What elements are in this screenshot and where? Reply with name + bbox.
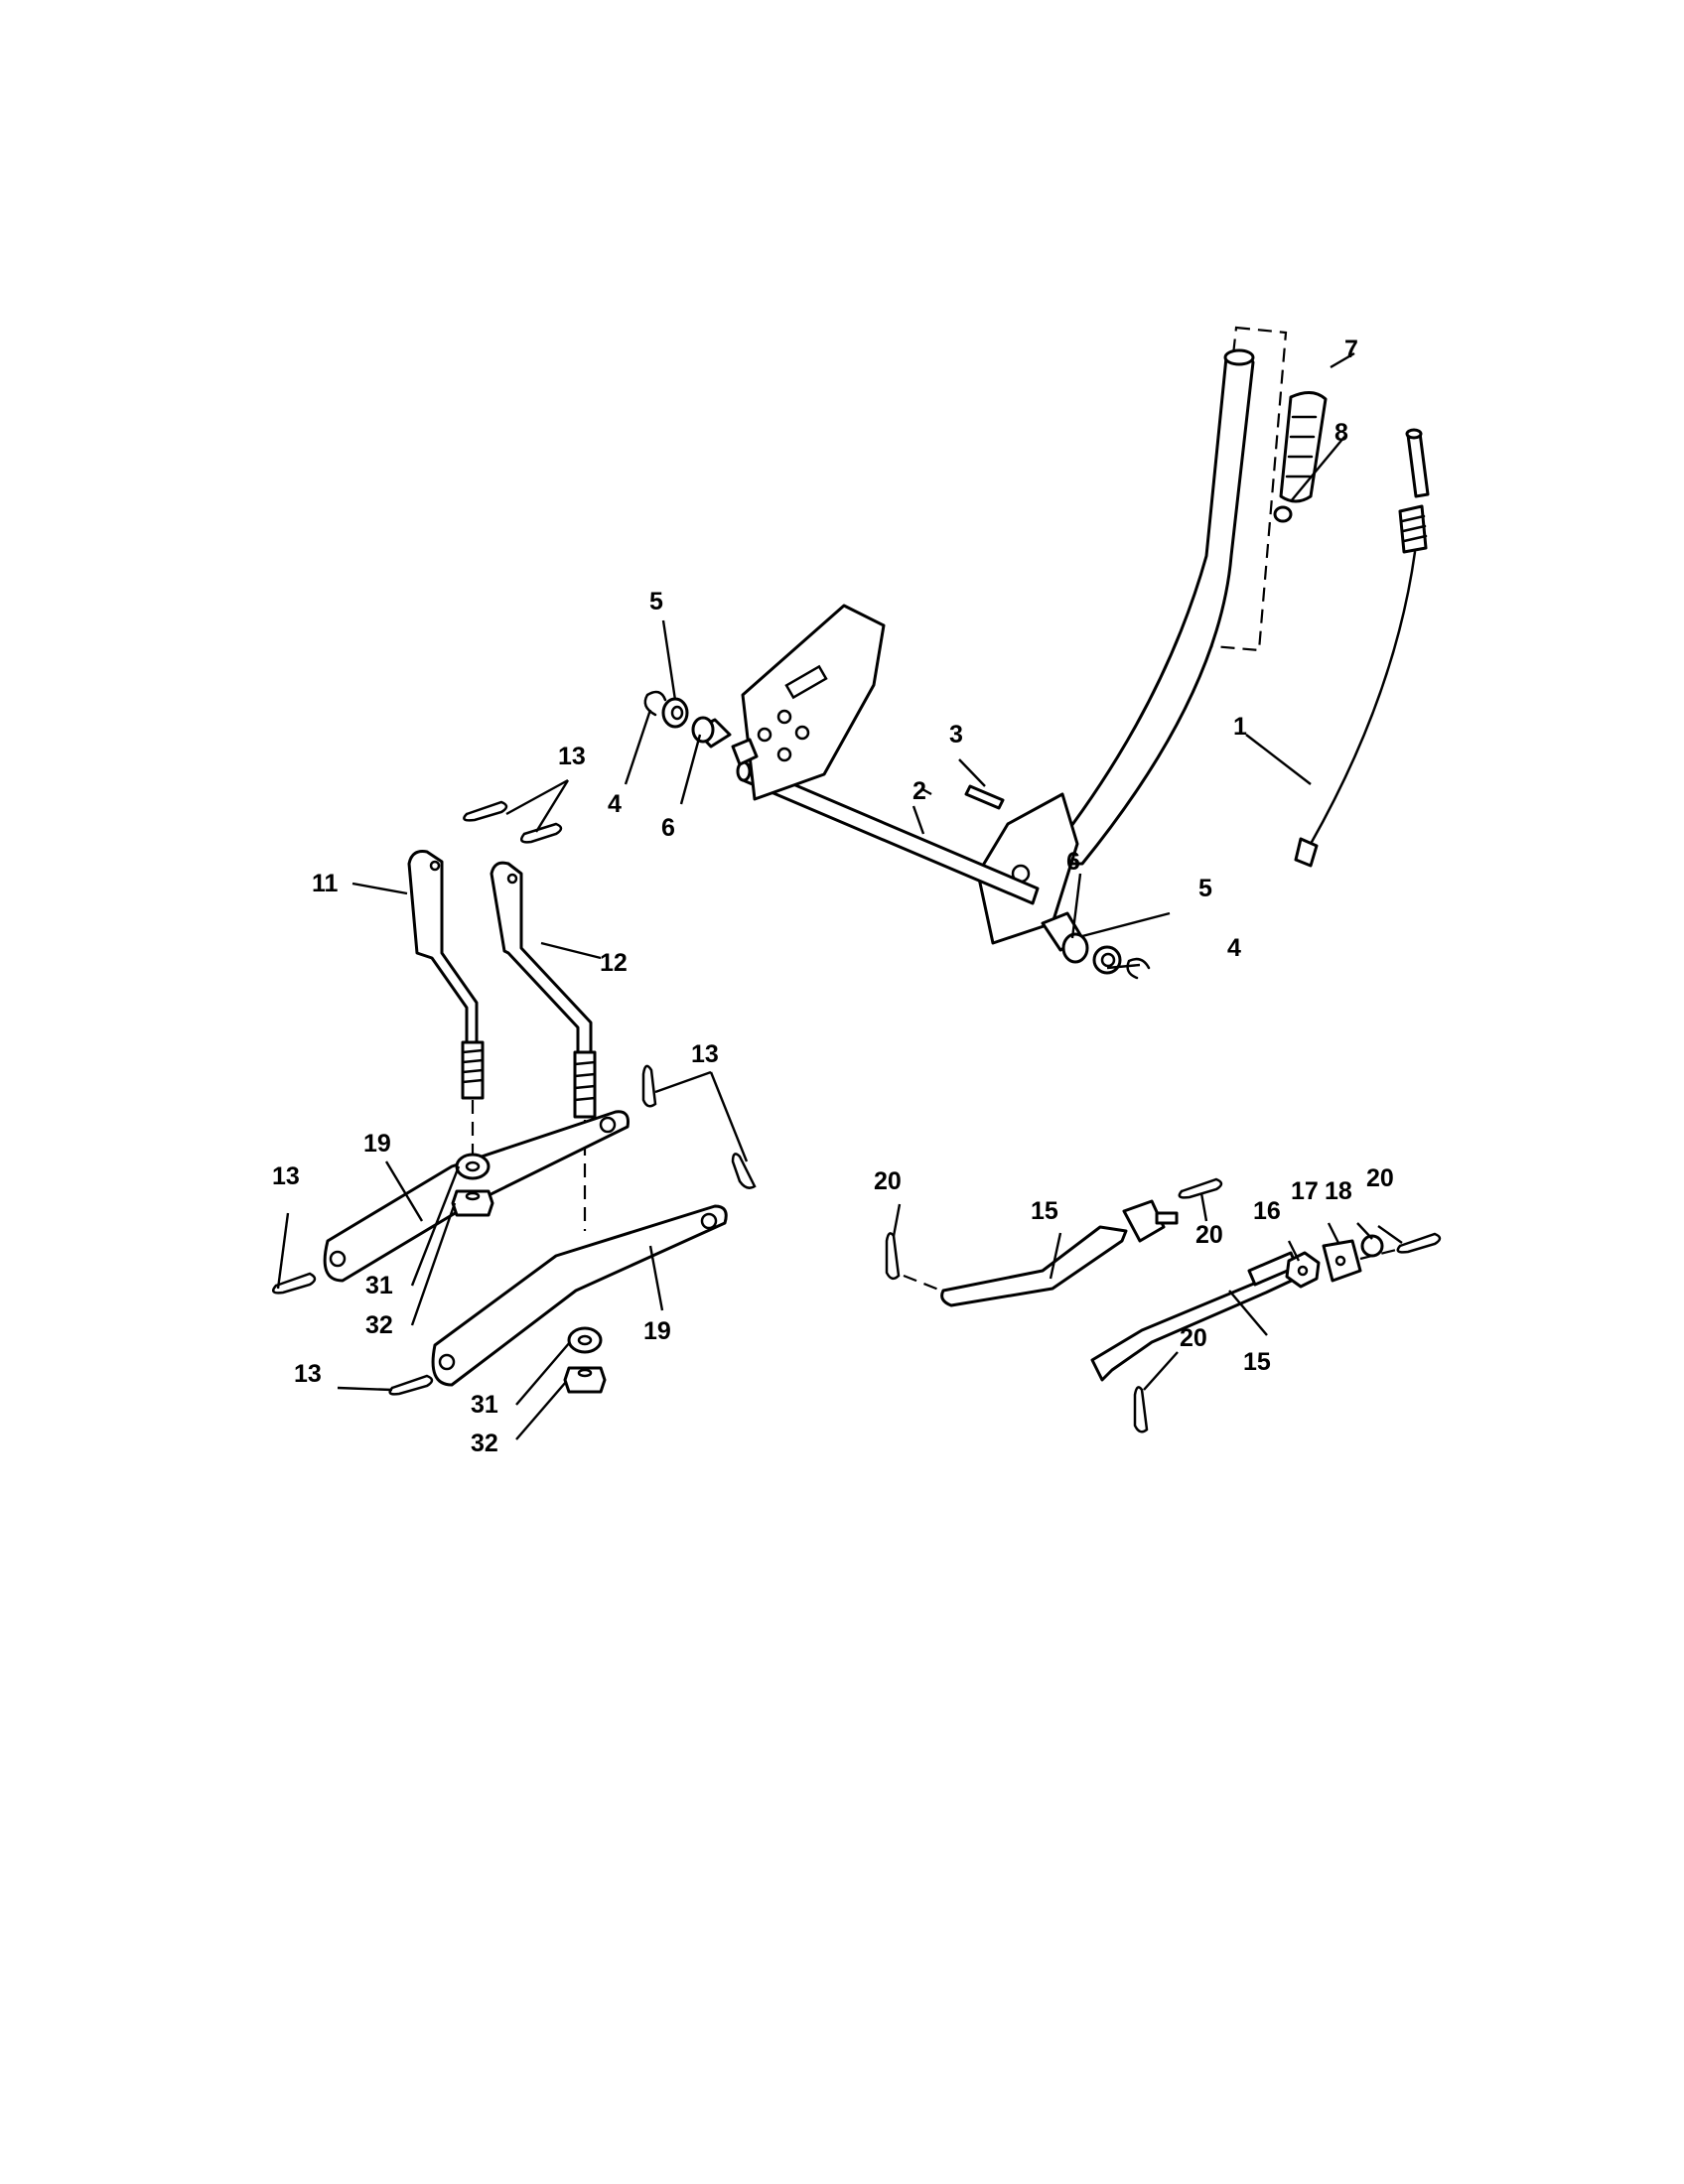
- label-12: 12: [600, 949, 628, 977]
- label-20-upper: 20: [1195, 1221, 1223, 1249]
- connection-line-left: [903, 1274, 942, 1293]
- label-13-left: 13: [272, 1162, 300, 1190]
- label-20-right: 20: [1366, 1164, 1394, 1192]
- lift-link-left: [407, 850, 485, 1100]
- hair-pin-20-upper: [1178, 1177, 1223, 1199]
- spring-washer-upper: [455, 1153, 491, 1180]
- nut-lower: [563, 1366, 607, 1394]
- label-5-lower: 5: [1198, 875, 1212, 902]
- hair-pin-mid-b: [731, 1153, 757, 1189]
- hair-pin-20-right: [1396, 1232, 1442, 1254]
- leader-lines: [276, 351, 1403, 1440]
- label-7: 7: [1344, 336, 1358, 363]
- label-20-lower: 20: [1180, 1324, 1207, 1352]
- roll-pin: [964, 784, 1005, 810]
- label-6-lower: 6: [1066, 848, 1080, 876]
- label-32-lower: 32: [471, 1430, 498, 1457]
- label-16: 16: [1253, 1197, 1281, 1225]
- label-13-mid: 13: [691, 1040, 719, 1068]
- label-13-top: 13: [558, 743, 586, 770]
- hex-nut-16: [1285, 1251, 1321, 1289]
- hand-grip: [1279, 391, 1328, 503]
- spring-washer-lower: [567, 1326, 603, 1354]
- label-11: 11: [312, 870, 339, 897]
- hair-pin-20-lower: [1133, 1386, 1149, 1433]
- label-20-left: 20: [874, 1167, 902, 1195]
- lift-lever: [1041, 348, 1255, 866]
- label-3: 3: [949, 721, 963, 749]
- label-5-upper: 5: [649, 588, 663, 615]
- label-15-lower: 15: [1243, 1348, 1271, 1376]
- hair-pin-top-b: [519, 822, 563, 844]
- label-15-upper: 15: [1031, 1197, 1058, 1225]
- e-ring-lower: [1126, 957, 1151, 980]
- label-8: 8: [1334, 419, 1348, 447]
- shaft-end-upper: [731, 738, 759, 766]
- thread-left: [461, 1040, 485, 1100]
- connection-line-right: [1359, 1247, 1401, 1261]
- thread-right: [573, 1050, 597, 1119]
- label-19-lower: 19: [643, 1317, 671, 1345]
- label-13-lower: 13: [294, 1360, 322, 1388]
- lift-link-right: [490, 861, 597, 1119]
- label-4-lower: 4: [1227, 934, 1241, 962]
- label-2: 2: [912, 777, 926, 805]
- lift-hanger-lower: [431, 1204, 728, 1387]
- washer-lower: [1092, 945, 1122, 975]
- label-32-upper: 32: [365, 1311, 393, 1339]
- hair-pin-20-left: [885, 1232, 901, 1281]
- release-rod: [1294, 428, 1430, 868]
- hair-pin-left-upper: [271, 1272, 317, 1295]
- ferrule-17: [1322, 1239, 1362, 1283]
- label-19-upper: 19: [363, 1130, 391, 1158]
- label-31-lower: 31: [471, 1391, 498, 1419]
- e-ring-upper: [643, 690, 667, 717]
- hair-pin-mid-a: [641, 1064, 657, 1108]
- nut-upper: [451, 1189, 494, 1217]
- label-17: 17: [1291, 1177, 1319, 1205]
- ferrule-upper: [1122, 1199, 1179, 1243]
- washer-upper: [661, 697, 689, 729]
- lift-shaft: [736, 760, 1040, 905]
- front-link-rod-upper: [940, 1199, 1179, 1307]
- bushing-upper: [691, 716, 732, 749]
- spacer-lower: [1061, 932, 1089, 964]
- hair-pin-top-a: [463, 800, 508, 822]
- button: [1273, 505, 1293, 523]
- mounting-plate: [741, 604, 886, 801]
- label-4-upper: 4: [608, 790, 622, 818]
- label-6-upper: 6: [661, 814, 675, 842]
- part-labels: 1 2 3 4 4 5 5 6 6 7 8 11 12 13 13 13 13 …: [272, 336, 1394, 1457]
- label-31-upper: 31: [365, 1272, 393, 1299]
- label-1: 1: [1233, 713, 1247, 741]
- label-18: 18: [1325, 1177, 1352, 1205]
- hair-pin-left-lower: [388, 1374, 434, 1396]
